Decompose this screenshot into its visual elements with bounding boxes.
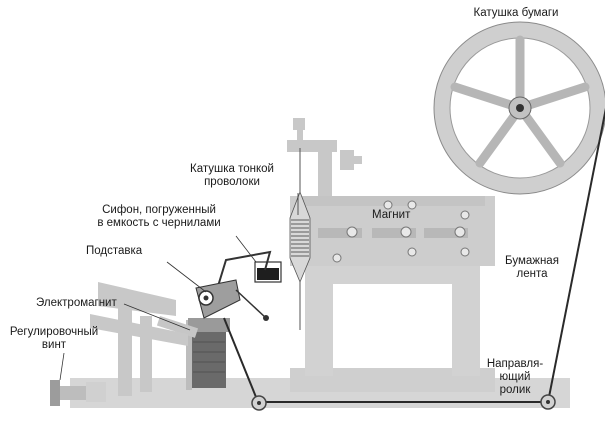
magnet-pole-1 — [318, 228, 362, 238]
screw — [460, 210, 470, 220]
siphon-tube — [214, 250, 272, 297]
label-guide-roller: Направля- ющий ролик — [486, 358, 544, 396]
stand-arm — [195, 279, 269, 321]
left-bracket — [90, 282, 188, 396]
label-electromagnet: Электромагнит — [36, 297, 117, 309]
adjusting-screw — [50, 380, 106, 406]
label-siphon: Сифон, погруженный в емкость с чернилами — [97, 204, 221, 229]
screw — [346, 226, 358, 238]
magnet-pole-2 — [372, 228, 416, 238]
screw — [407, 247, 417, 257]
screw — [407, 200, 417, 210]
electromagnet-assembly — [156, 316, 230, 390]
guide-rollers — [251, 394, 556, 411]
screw — [383, 200, 393, 210]
top-post — [287, 118, 362, 196]
label-magnet: Магнит — [372, 209, 411, 221]
screw — [400, 226, 412, 238]
fine-wire-coil — [289, 148, 311, 330]
label-fine-wire-coil: Катушка тонкой проволоки — [190, 163, 274, 188]
label-paper-tape: Бумажная лента — [505, 255, 559, 280]
leader-lines — [59, 193, 299, 381]
label-adjusting-screw: Регулировочный винт — [9, 326, 99, 351]
label-paper-reel: Катушка бумаги — [473, 7, 559, 19]
magnet-frame — [290, 196, 495, 376]
label-stand: Подставка — [86, 245, 143, 257]
paper-reel — [433, 21, 605, 195]
screw — [332, 253, 342, 263]
screw — [460, 247, 470, 257]
magnet-pole-3 — [424, 228, 468, 238]
paper-tape — [223, 107, 605, 403]
screw — [454, 226, 466, 238]
ink-container — [254, 261, 282, 283]
